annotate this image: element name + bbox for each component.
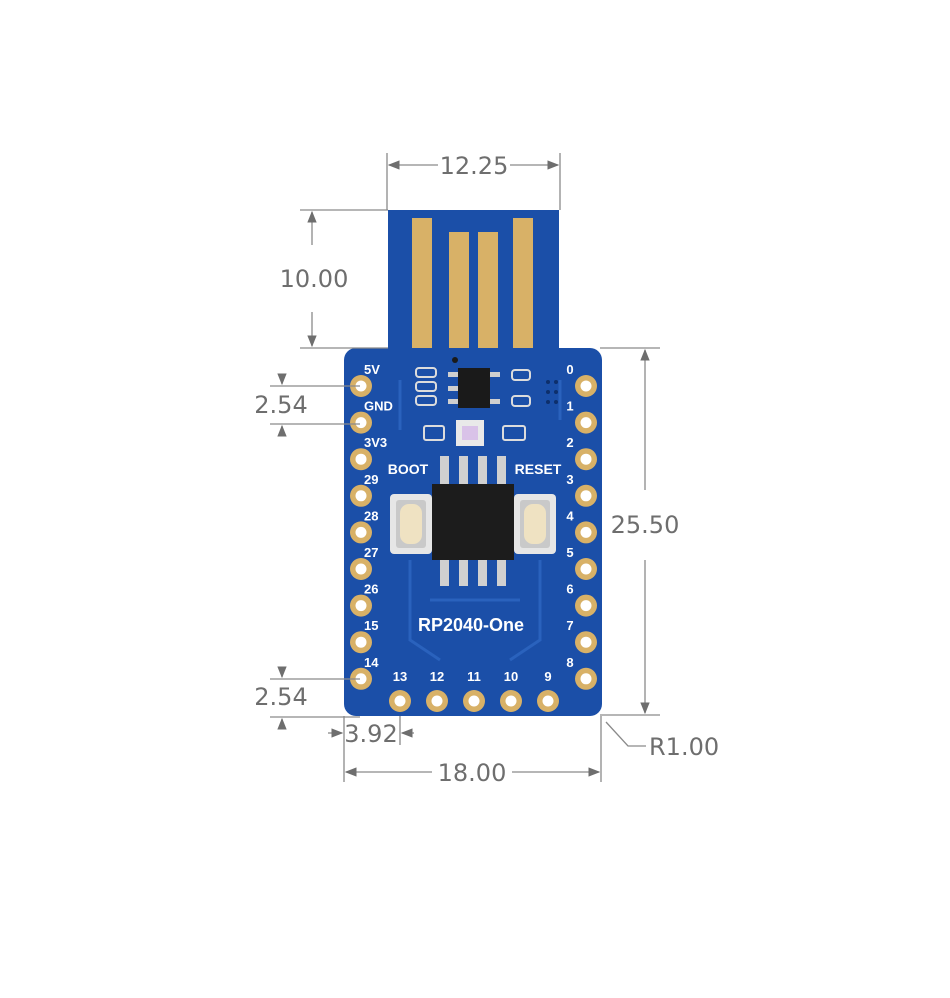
pin-label-left: 26 — [364, 582, 378, 597]
left-pad — [350, 594, 372, 617]
dim-offset: 3.92 — [344, 720, 397, 748]
pin-label-bottom: 12 — [430, 669, 444, 684]
pin-label-left: 14 — [364, 655, 379, 670]
right-pad — [575, 375, 597, 397]
pin-label-right: 8 — [566, 655, 573, 670]
bottom-pad — [389, 690, 411, 712]
reset-label: RESET — [515, 461, 562, 477]
dim-usb-width: 12.25 — [440, 152, 509, 180]
usb-contact-3 — [478, 232, 498, 348]
usb-contact-1 — [412, 218, 432, 348]
boot-button — [390, 494, 432, 554]
dim-pitch-bottom: 2.54 — [254, 683, 307, 711]
left-pad — [350, 411, 372, 434]
usb-contact-2 — [449, 232, 469, 348]
bottom-pad — [500, 690, 522, 712]
right-pad-column — [575, 375, 597, 690]
right-pad — [575, 521, 597, 544]
pin-label-left: GND — [364, 399, 393, 414]
pin-label-left: 28 — [364, 508, 378, 523]
dim-pitch-top: 2.54 — [254, 391, 307, 419]
pcb-traces — [398, 380, 562, 662]
pin-label-right: 3 — [566, 472, 573, 487]
left-pad — [350, 558, 372, 580]
pin-label-right: 4 — [566, 508, 574, 523]
rp2040-chip — [432, 484, 514, 560]
board-name: RP2040-One — [418, 615, 524, 635]
pin-label-left: 29 — [364, 472, 378, 487]
usb-connector — [388, 210, 559, 353]
dimension-lines — [270, 153, 660, 782]
pin-label-right: 7 — [566, 618, 573, 633]
pin-label-left: 27 — [364, 545, 378, 560]
left-pad — [350, 667, 372, 690]
right-pad — [575, 448, 597, 471]
left-pad — [350, 631, 372, 654]
right-pad — [575, 667, 597, 690]
bottom-pad — [426, 690, 448, 712]
right-pad — [575, 558, 597, 580]
pin-label-left: 5V — [364, 362, 380, 377]
components — [390, 357, 558, 586]
regulator-chip — [458, 368, 490, 408]
left-pad-column — [350, 375, 372, 690]
pin-label-right: 6 — [566, 582, 573, 597]
pin-label-right: 1 — [566, 399, 573, 414]
right-pad — [575, 411, 597, 434]
pin-label-bottom: 13 — [393, 669, 407, 684]
pin-label-bottom: 9 — [544, 669, 551, 684]
pin-label-right: 2 — [566, 435, 573, 450]
pin-label-left: 15 — [364, 618, 378, 633]
left-pad — [350, 484, 372, 507]
bottom-pad-row — [389, 690, 559, 712]
left-pad — [350, 448, 372, 471]
pin-label-right: 0 — [566, 362, 573, 377]
dim-corner-radius: R1.00 — [649, 733, 719, 761]
reset-button — [514, 494, 556, 554]
pin-label-bottom: 11 — [467, 669, 481, 684]
pin-label-bottom: 10 — [504, 669, 518, 684]
right-pad — [575, 631, 597, 654]
usb-contact-4 — [513, 218, 533, 348]
right-pad — [575, 484, 597, 507]
bottom-pad — [537, 690, 559, 712]
dim-board-length: 25.50 — [611, 511, 680, 539]
boot-label: BOOT — [388, 461, 429, 477]
capacitor — [415, 367, 437, 378]
bottom-pad — [463, 690, 485, 712]
flash-chip-pins — [440, 456, 506, 586]
left-pad — [350, 375, 372, 397]
left-pad — [350, 521, 372, 544]
pin-label-left: 3V3 — [364, 435, 387, 450]
right-pad — [575, 594, 597, 617]
dim-board-width: 18.00 — [438, 759, 507, 787]
dim-usb-length: 10.00 — [280, 265, 349, 293]
pin-label-right: 5 — [566, 545, 573, 560]
